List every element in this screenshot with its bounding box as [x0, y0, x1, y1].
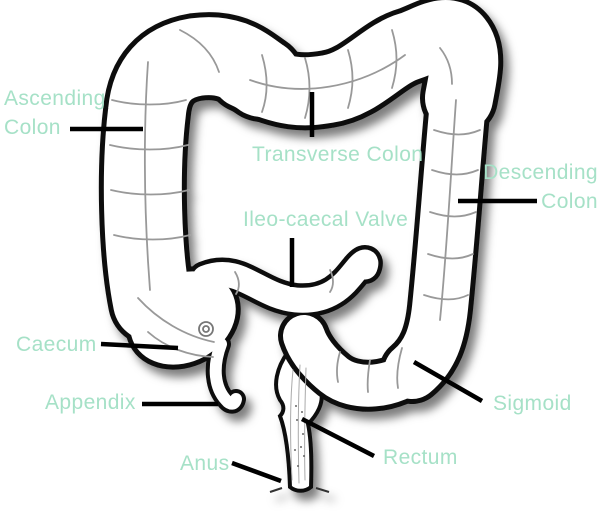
- label-sigmoid: Sigmoid: [493, 392, 572, 415]
- leader-rectum: [300, 416, 376, 459]
- rectum-dot-texture: [294, 405, 305, 467]
- label-ileo-caecal-valve: Ileo-caecal Valve: [243, 208, 409, 231]
- label-ascending-colon: Ascending Colon: [4, 87, 106, 139]
- organ-group: [98, 0, 504, 493]
- leader-sigmoid: [412, 360, 484, 403]
- anus-flare-ticks: [269, 487, 330, 493]
- label-descending-colon: Descending Colon: [483, 161, 598, 213]
- label-anus: Anus: [180, 452, 230, 475]
- organ-detail-layer: [109, 29, 481, 484]
- label-rectum: Rectum: [383, 446, 458, 469]
- leader-anus: [231, 460, 282, 484]
- label-appendix: Appendix: [45, 391, 136, 414]
- label-transverse-colon: Transverse Colon: [252, 143, 424, 166]
- label-caecum: Caecum: [16, 333, 97, 356]
- leader-caecum: [100, 341, 179, 351]
- leader-lines: [70, 92, 537, 484]
